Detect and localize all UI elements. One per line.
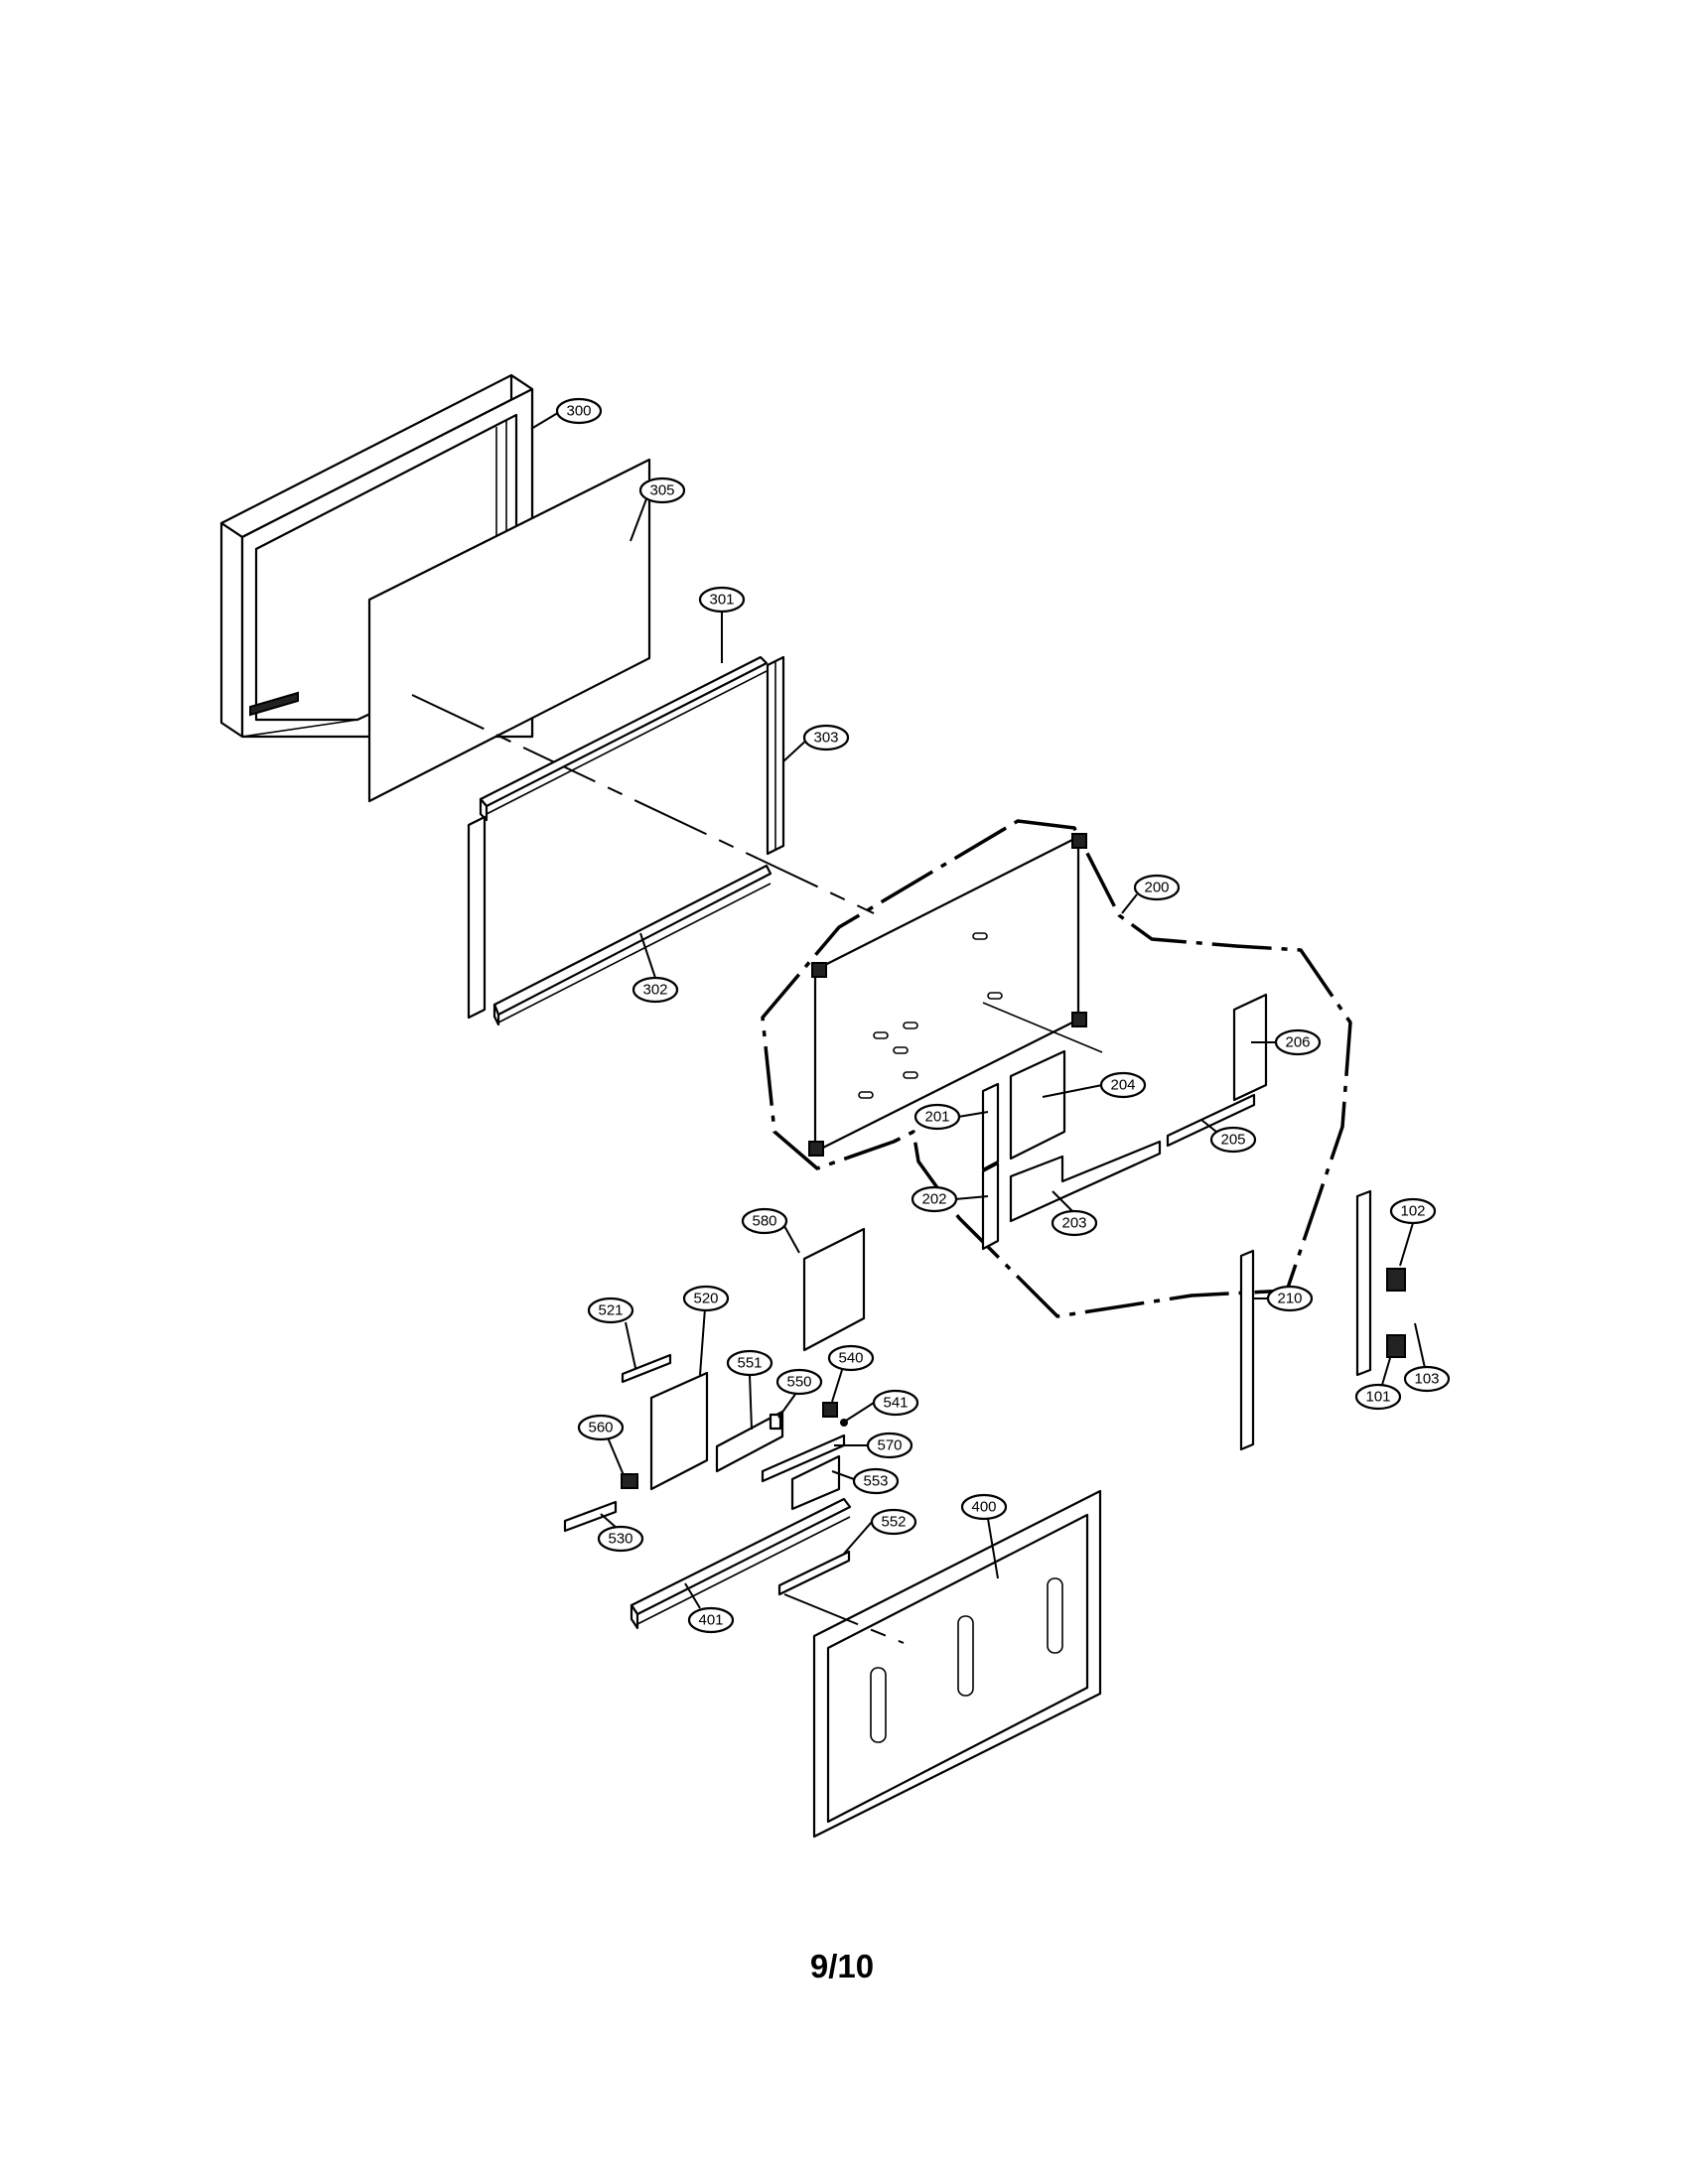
callout-210-label: 210 <box>1277 1291 1302 1307</box>
callout-553-label: 553 <box>863 1473 888 1490</box>
callout-520-label: 520 <box>693 1291 718 1307</box>
callout-103: 103 <box>1403 1322 1451 1393</box>
callout-552-label: 552 <box>881 1514 906 1531</box>
callout-305-label: 305 <box>649 482 674 499</box>
callout-300-label: 300 <box>566 403 591 420</box>
part-540-component <box>822 1402 838 1418</box>
callout-305: 305 <box>630 477 686 542</box>
callout-303-label: 303 <box>813 730 838 747</box>
part-530-board <box>563 1500 618 1533</box>
callout-530: 530 <box>597 1513 644 1553</box>
callout-400-label: 400 <box>971 1499 996 1516</box>
part-551-board <box>715 1410 784 1473</box>
part-103-bracket <box>1355 1189 1372 1377</box>
callout-540-label: 540 <box>838 1350 863 1367</box>
callout-206: 206 <box>1251 1028 1322 1056</box>
callout-101-label: 101 <box>1365 1389 1390 1406</box>
part-200-main-board <box>808 833 1103 1157</box>
callout-202: 202 <box>911 1185 989 1213</box>
callout-302: 302 <box>632 932 679 1004</box>
part-205-board <box>1166 1093 1256 1148</box>
group-200-boundary <box>761 819 1352 1318</box>
part-302-bottom-rail <box>467 815 772 1026</box>
callout-206-label: 206 <box>1285 1034 1310 1051</box>
callout-401-label: 401 <box>698 1612 723 1629</box>
part-303-right-bracket <box>766 655 785 856</box>
callout-521-label: 521 <box>598 1302 623 1319</box>
callout-550: 550 <box>775 1368 823 1419</box>
callout-570-label: 570 <box>877 1437 902 1454</box>
part-553-bracket <box>790 1454 841 1511</box>
callout-301-label: 301 <box>709 592 734 609</box>
callout-300: 300 <box>530 397 603 430</box>
part-201-board <box>981 1082 1000 1171</box>
callout-204: 204 <box>1042 1071 1147 1099</box>
page-number: 9/10 <box>809 1948 875 1984</box>
callout-552: 552 <box>843 1508 917 1555</box>
callout-540: 540 <box>827 1344 875 1403</box>
callout-580-label: 580 <box>752 1213 776 1230</box>
callout-102: 102 <box>1389 1197 1437 1267</box>
callout-400: 400 <box>960 1493 1008 1579</box>
callout-560: 560 <box>577 1414 625 1476</box>
callout-580: 580 <box>741 1207 800 1254</box>
part-520-board <box>649 1371 709 1491</box>
callout-560-label: 560 <box>588 1420 613 1436</box>
part-550-component <box>769 1413 782 1431</box>
part-305-glass-panel <box>367 458 651 803</box>
callout-570: 570 <box>834 1432 913 1459</box>
callout-103-label: 103 <box>1414 1371 1439 1388</box>
part-560-component <box>621 1473 638 1489</box>
callout-550-label: 550 <box>786 1374 811 1391</box>
callout-201: 201 <box>913 1103 989 1131</box>
part-521-bracket <box>621 1353 672 1384</box>
callout-553: 553 <box>831 1467 900 1495</box>
part-552-bracket <box>777 1550 851 1596</box>
callout-202-label: 202 <box>921 1191 946 1208</box>
callout-520: 520 <box>682 1285 730 1376</box>
callout-201-label: 201 <box>924 1109 949 1126</box>
callout-203-label: 203 <box>1061 1215 1086 1232</box>
part-202-board <box>981 1161 1000 1251</box>
callout-302-label: 302 <box>642 982 667 999</box>
callout-200: 200 <box>1121 874 1181 914</box>
callout-205-label: 205 <box>1220 1132 1245 1149</box>
callout-203: 203 <box>1051 1190 1098 1237</box>
callout-551-label: 551 <box>737 1355 762 1372</box>
callout-204-label: 204 <box>1110 1077 1135 1094</box>
callout-303: 303 <box>782 724 850 762</box>
callout-541: 541 <box>845 1389 919 1422</box>
callout-101: 101 <box>1354 1357 1402 1411</box>
callout-541-label: 541 <box>883 1395 908 1412</box>
callout-102-label: 102 <box>1400 1203 1425 1220</box>
part-204-board <box>1009 1049 1066 1160</box>
explode-line-bottom <box>783 1593 905 1644</box>
callout-301: 301 <box>698 586 746 663</box>
callout-401: 401 <box>684 1582 735 1634</box>
part-210-bracket <box>1239 1249 1255 1451</box>
callout-200-label: 200 <box>1144 880 1169 896</box>
part-580-board <box>802 1227 866 1352</box>
callout-205: 205 <box>1200 1119 1257 1154</box>
callout-530-label: 530 <box>608 1531 632 1548</box>
part-102-component <box>1386 1268 1406 1292</box>
explode-line-front <box>411 694 875 914</box>
part-400-back-cover <box>812 1489 1102 1839</box>
callout-551: 551 <box>726 1349 773 1431</box>
part-203-board <box>1009 1140 1162 1223</box>
part-206-board <box>1232 993 1268 1102</box>
callout-521: 521 <box>587 1297 636 1369</box>
callout-210: 210 <box>1253 1285 1314 1312</box>
part-101-component <box>1386 1334 1406 1358</box>
part-301-top-rail <box>479 655 769 822</box>
